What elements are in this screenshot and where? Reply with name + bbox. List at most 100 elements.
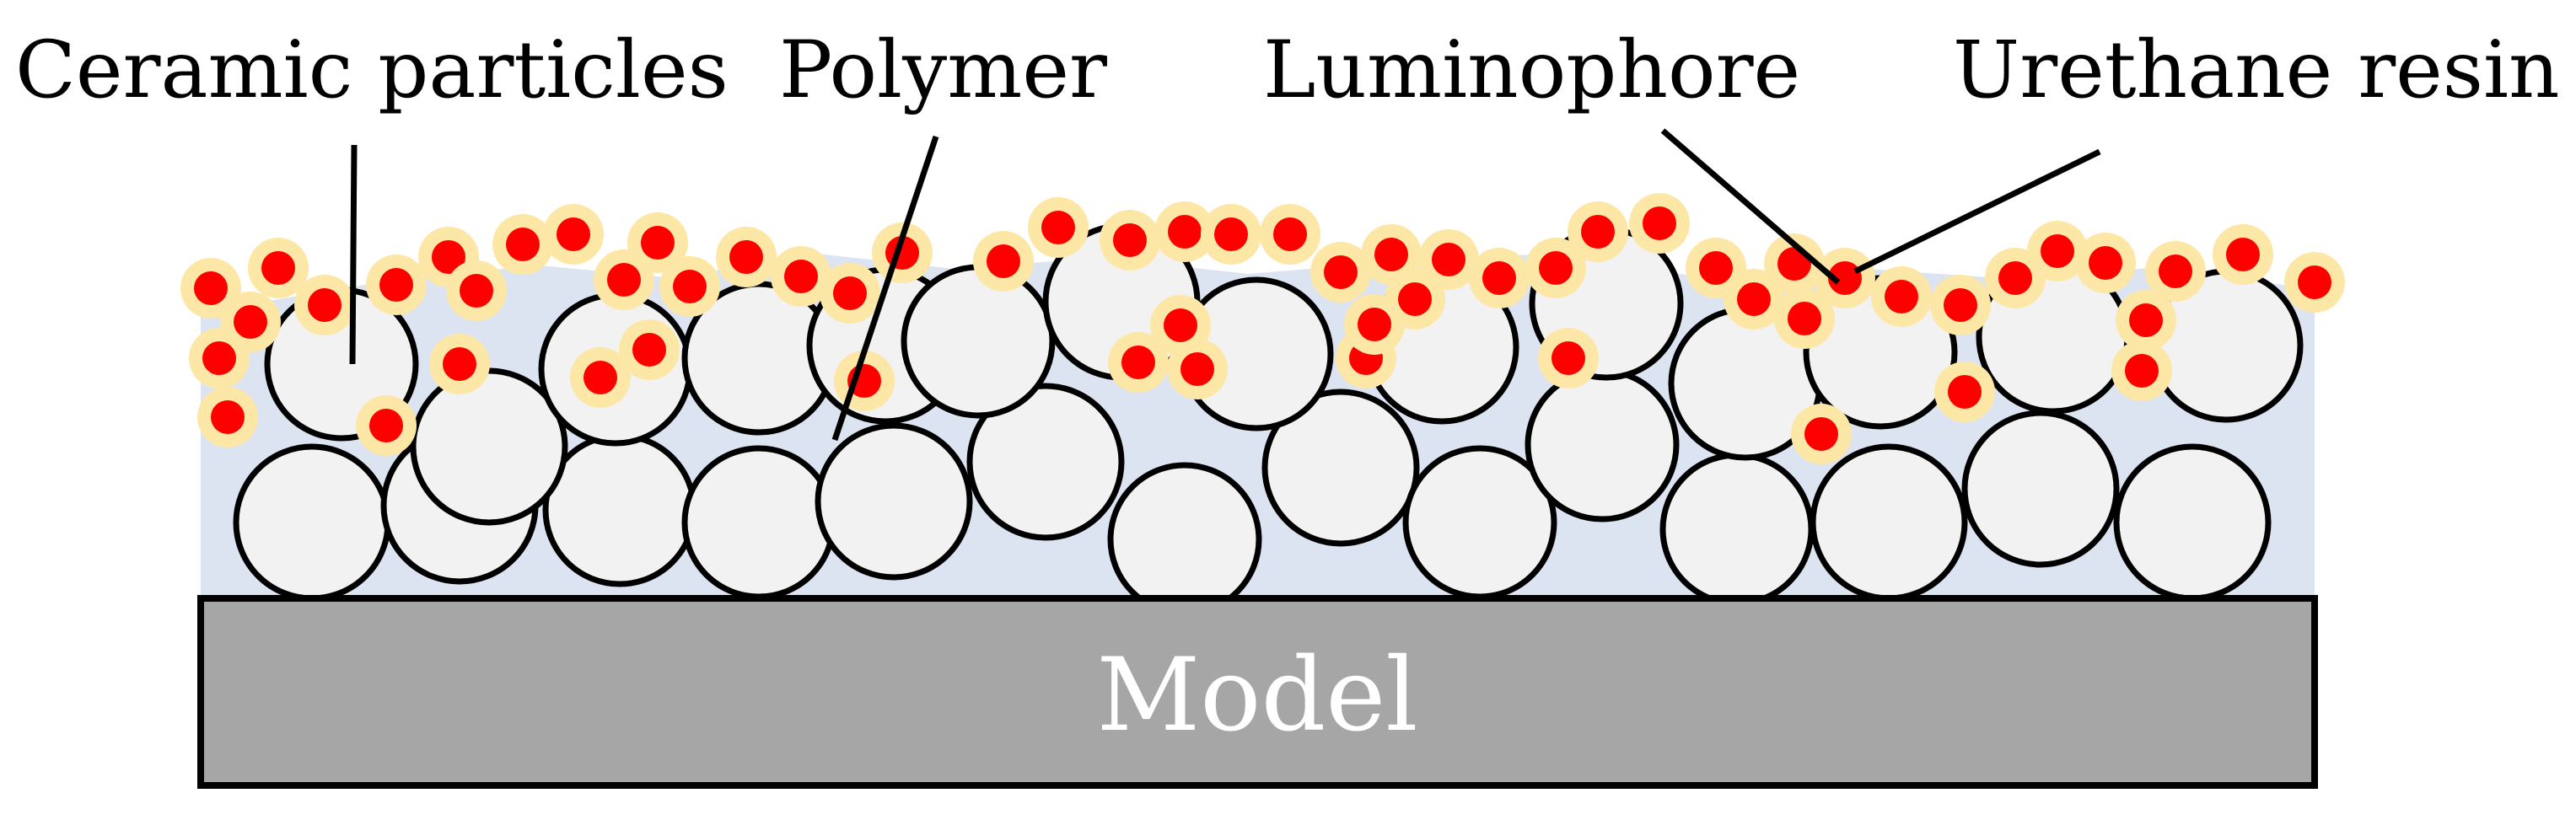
luminophore-particle	[1774, 288, 1835, 349]
luminophore-particle	[294, 275, 355, 335]
luminophore-core	[557, 217, 590, 251]
luminophore-core	[1358, 308, 1391, 341]
luminophore-core	[1432, 243, 1465, 276]
ceramic-particle	[542, 432, 697, 587]
luminophore-label: Luminophore	[1263, 24, 1800, 116]
luminophore-core	[2129, 303, 2163, 337]
luminophore-core	[1998, 261, 2032, 295]
leader-lines	[349, 128, 2101, 442]
luminophore-core	[1828, 261, 1862, 295]
ceramic-particle	[410, 367, 568, 526]
ceramic-particle	[2113, 443, 2272, 602]
luminophore-particle	[1629, 193, 1690, 254]
luminophore-core	[1374, 238, 1408, 271]
luminophore-particle	[1930, 275, 1991, 335]
luminophore-particle	[543, 204, 604, 265]
ceramic-particle	[1525, 367, 1680, 522]
luminophore-particle	[1260, 204, 1320, 265]
luminophore-particle	[659, 256, 720, 317]
luminophore-particle	[570, 347, 631, 408]
luminophore-particle	[1815, 248, 1875, 308]
luminophore-core	[202, 341, 236, 375]
luminophore-particle	[771, 246, 831, 307]
luminophore-particle	[2075, 233, 2136, 293]
ceramic-particle	[901, 264, 1056, 419]
ceramic-particle	[233, 443, 391, 602]
luminophore-core	[1539, 251, 1573, 285]
luminophore-leader-line	[1660, 128, 1841, 285]
luminophore-core	[261, 251, 295, 285]
luminophore-particle	[716, 227, 777, 287]
luminophore-core	[1948, 375, 1982, 409]
model-substrate	[197, 595, 2318, 789]
luminophore-particle	[627, 212, 688, 273]
luminophore-core	[583, 361, 617, 394]
luminophore-core	[1168, 215, 1202, 249]
luminophore-core	[379, 268, 413, 302]
luminophore-particle	[1154, 201, 1215, 262]
luminophore-particle	[356, 395, 417, 456]
luminophore-particle	[1724, 269, 1784, 330]
luminophore-core	[432, 240, 465, 274]
luminophore-core	[784, 260, 818, 293]
luminophore-core	[2089, 246, 2122, 280]
luminophore-core	[2226, 238, 2260, 271]
ceramic-particle	[1810, 443, 1968, 602]
luminophore-core	[987, 244, 1020, 278]
luminophore-particle	[1344, 294, 1405, 355]
luminophore-particle	[1791, 404, 1852, 464]
luminophore-core	[833, 276, 867, 310]
luminophore-particle	[619, 319, 680, 380]
luminophore-particle	[1418, 229, 1479, 290]
luminophore-particle	[1568, 201, 1628, 262]
luminophore-particle	[2284, 252, 2345, 313]
luminophore-particle	[820, 263, 880, 324]
luminophore-group	[180, 193, 2345, 464]
luminophore-particle	[1100, 210, 1160, 271]
ceramic-particle	[1961, 410, 2120, 568]
ceramic-particle	[1107, 462, 1262, 617]
ceramic-particle	[1261, 389, 1420, 547]
luminophore-particle	[1028, 197, 1089, 258]
luminophore-particle	[197, 387, 258, 447]
luminophore-particle	[1167, 339, 1228, 399]
luminophore-core	[460, 274, 493, 308]
luminophore-core	[234, 305, 267, 339]
luminophore-core	[2159, 255, 2192, 288]
luminophore-core	[1398, 282, 1432, 316]
luminophore-core	[194, 271, 228, 305]
luminophore-core	[1273, 217, 1307, 251]
luminophore-particle	[1871, 266, 1932, 327]
luminophore-core	[1324, 255, 1358, 289]
luminophore-core	[1041, 211, 1075, 244]
luminophore-core	[673, 270, 707, 303]
luminophore-core	[1885, 280, 1918, 314]
luminophore-particle	[189, 328, 250, 389]
luminophore-core	[1804, 417, 1838, 451]
luminophore-particle	[2145, 241, 2206, 302]
luminophore-particle	[366, 255, 427, 315]
model-label: Model	[1096, 637, 1417, 754]
luminophore-particle	[2116, 290, 2176, 351]
luminophore-core	[1214, 217, 1248, 251]
luminophore-core	[1113, 223, 1147, 257]
ceramic-particle	[681, 445, 836, 600]
luminophore-core	[2125, 354, 2159, 388]
luminophore-core	[641, 226, 675, 260]
urethane-resin-label: Urethane resin	[1953, 24, 2560, 116]
luminophore-particle	[1108, 332, 1169, 393]
luminophore-particle	[1361, 224, 1422, 285]
luminophore-core	[1581, 215, 1615, 249]
luminophore-core	[1788, 302, 1821, 335]
luminophore-particle	[180, 258, 241, 319]
luminophore-core	[443, 347, 476, 381]
luminophore-core	[1944, 288, 1977, 322]
luminophore-core	[308, 288, 341, 322]
luminophore-particle	[1310, 242, 1371, 303]
luminophore-core	[607, 263, 641, 297]
ceramic-particle	[1659, 452, 1815, 607]
luminophore-particle	[2111, 340, 2172, 401]
luminophore-core	[1482, 261, 1516, 295]
luminophore-core	[369, 409, 403, 442]
luminophore-particle	[446, 260, 507, 321]
